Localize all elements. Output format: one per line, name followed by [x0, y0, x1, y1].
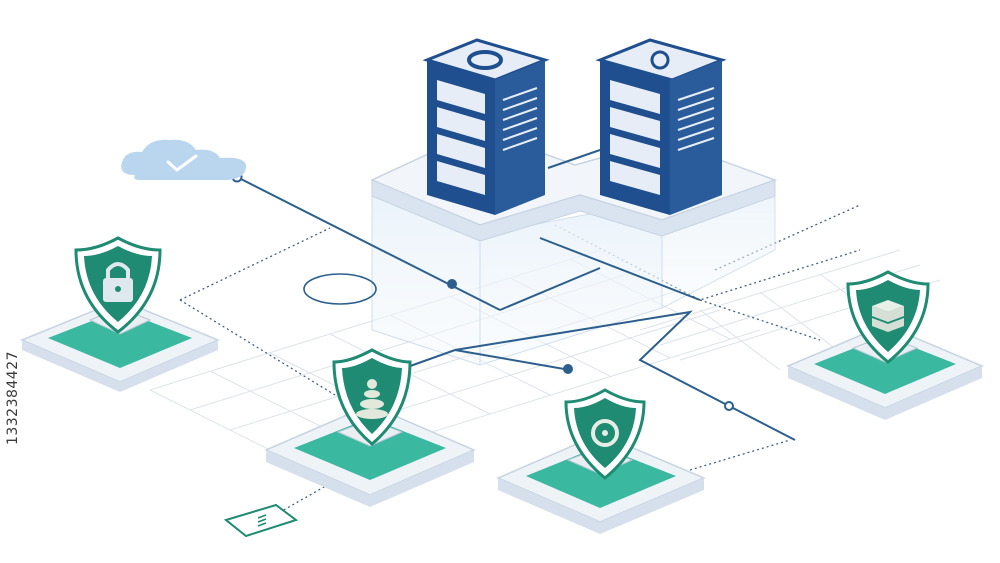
shield-target-icon — [564, 388, 646, 480]
shield-stack-icon — [332, 348, 412, 446]
link-node — [563, 364, 573, 374]
server-rack-icon — [595, 38, 727, 215]
stock-id-label: 1332384427 — [5, 350, 21, 446]
shield-node-target — [496, 388, 706, 534]
shield-node-lock — [20, 236, 220, 392]
shield-lock-icon — [74, 236, 162, 334]
network-links — [236, 149, 796, 441]
glass-pillar — [371, 184, 776, 366]
target-ring — [303, 273, 377, 305]
link-node — [724, 401, 734, 411]
link-node — [447, 279, 457, 289]
server-rack-icon — [422, 38, 550, 215]
shield-node-layers — [786, 270, 984, 420]
shield-node-stack — [264, 348, 476, 507]
shield-layers-icon — [846, 270, 930, 364]
cloud-check-icon — [121, 139, 247, 180]
document-tag-icon — [223, 503, 299, 538]
